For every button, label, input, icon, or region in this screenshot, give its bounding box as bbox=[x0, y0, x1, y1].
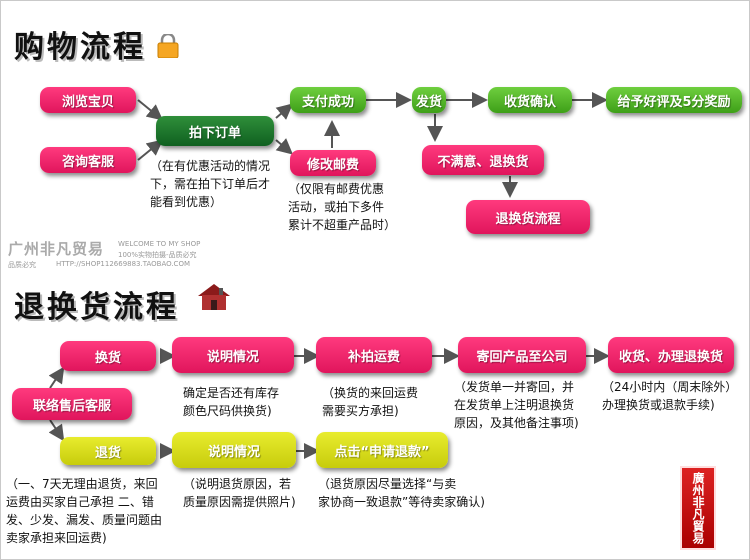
send-back-note-line: 在发货单上注明退换货 bbox=[454, 398, 575, 412]
fee-note-line: 需要买方承担) bbox=[322, 404, 399, 418]
choose-note-line: （退货原因尽量选择“与卖 bbox=[318, 477, 457, 491]
order-note: （在有优惠活动的情况 下，需在拍下订单后才 能看到优惠） bbox=[150, 157, 270, 211]
lock-icon bbox=[157, 32, 179, 59]
shopping-flow-title: 购物流程 bbox=[14, 30, 146, 65]
return-flow-title: 退换货流程 bbox=[14, 290, 179, 325]
stock-note-line: 确定是否还有库存 bbox=[183, 386, 280, 400]
time-note-line: 办理换货或退款手续) bbox=[602, 398, 715, 412]
reason-note: （说明退货原因，若 质量原因需提供照片) bbox=[183, 475, 296, 511]
good-review-box: 给予好评及5分奖励 bbox=[606, 87, 742, 113]
modify-note-line: 活动，或拍下多件 bbox=[288, 200, 385, 214]
modify-shipping-fee-box: 修改邮费 bbox=[290, 150, 376, 176]
shop-seal-stamp: 廣州非凡貿易 bbox=[680, 466, 716, 550]
send-back-note-line: （发货单一并寄回，并 bbox=[454, 380, 575, 394]
time-note: （24小时内（周末除外） 办理换货或退款手续) bbox=[602, 378, 737, 414]
watermark-line1: WELCOME TO MY SHOP bbox=[118, 240, 201, 248]
explain-situation-box-1: 说明情况 bbox=[172, 337, 294, 373]
watermark-brand: 广州非凡贸易 bbox=[8, 240, 105, 258]
send-back-note-line: 原因，及其他备注事项) bbox=[454, 416, 579, 430]
modify-note-line: （仅限有邮费优惠 bbox=[288, 182, 385, 196]
return-flow-box: 退换货流程 bbox=[466, 200, 590, 234]
send-back-product-box: 寄回产品至公司 bbox=[458, 337, 586, 373]
watermark-line3: HTTP://SHOP112669883.TAOBAO.COM bbox=[56, 260, 190, 268]
order-note-line: 下，需在拍下订单后才 bbox=[150, 177, 271, 191]
browse-products-box: 浏览宝贝 bbox=[40, 87, 136, 113]
fee-note: （换货的来回运费 需要买方承担) bbox=[322, 384, 418, 420]
payment-success-box: 支付成功 bbox=[290, 87, 366, 113]
consult-service-box: 咨询客服 bbox=[40, 147, 136, 173]
shipping-box: 发货 bbox=[412, 87, 446, 113]
order-note-line: 能看到优惠） bbox=[150, 195, 223, 209]
reason-note-line: 质量原因需提供照片) bbox=[183, 495, 296, 509]
refund-note-line: 发、少发、漏发、质量问题由 bbox=[6, 513, 163, 527]
refund-note: （一、7天无理由退货，来回 运费由买家自己承担 二、错 发、少发、漏发、质量问题… bbox=[6, 475, 162, 547]
house-icon bbox=[194, 282, 234, 316]
modify-note-line: 累计不超重产品时） bbox=[288, 218, 397, 232]
choose-note-line: 家协商一致退款”等待卖家确认) bbox=[318, 495, 485, 509]
click-apply-refund-box: 点击“申请退款” bbox=[316, 432, 448, 468]
stock-note: 确定是否还有库存 颜色尺码供换货) bbox=[183, 384, 279, 420]
receive-process-box: 收货、办理退换货 bbox=[608, 337, 734, 373]
exchange-box: 换货 bbox=[60, 341, 156, 371]
refund-note-line: （一、7天无理由退货，来回 bbox=[6, 477, 158, 491]
confirm-receipt-box: 收货确认 bbox=[488, 87, 572, 113]
choose-reason-note: （退货原因尽量选择“与卖 家协商一致退款”等待卖家确认) bbox=[318, 475, 485, 511]
fee-note-line: （换货的来回运费 bbox=[322, 386, 419, 400]
watermark-sub: 品质必究 bbox=[8, 261, 36, 269]
pay-shipping-fee-box: 补拍运费 bbox=[316, 337, 432, 373]
place-order-box: 拍下订单 bbox=[156, 116, 274, 146]
watermark-line2: 100%实物拍摄-品质必究 bbox=[118, 251, 197, 259]
refund-note-line: 卖家承担来回运费) bbox=[6, 531, 107, 545]
explain-situation-box-2: 说明情况 bbox=[172, 432, 296, 468]
stock-note-line: 颜色尺码供换货) bbox=[183, 404, 272, 418]
reason-note-line: （说明退货原因，若 bbox=[183, 477, 292, 491]
time-note-line: （24小时内（周末除外） bbox=[602, 380, 738, 394]
contact-after-sales-box: 联络售后客服 bbox=[12, 388, 132, 420]
unsatisfied-return-box: 不满意、退换货 bbox=[422, 145, 544, 175]
refund-note-line: 运费由买家自己承担 二、错 bbox=[6, 495, 154, 509]
send-back-note: （发货单一并寄回，并 在发货单上注明退换货 原因，及其他备注事项) bbox=[454, 378, 579, 432]
modify-fee-note: （仅限有邮费优惠 活动，或拍下多件 累计不超重产品时） bbox=[288, 180, 396, 234]
order-note-line: （在有优惠活动的情况 bbox=[150, 159, 271, 173]
refund-box: 退货 bbox=[60, 437, 156, 465]
